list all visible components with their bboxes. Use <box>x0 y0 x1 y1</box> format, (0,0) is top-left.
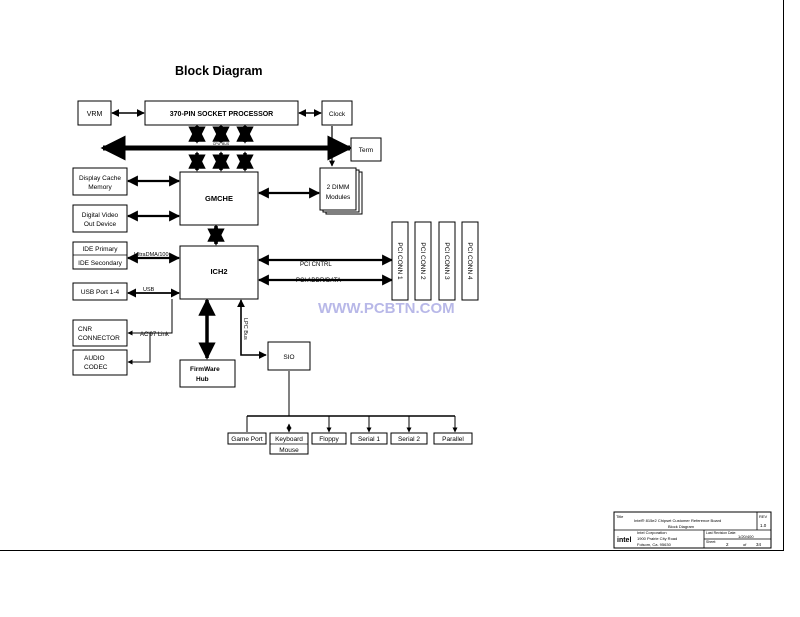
gmche-block: GMCHE <box>179 171 259 226</box>
intel-logo: intel <box>617 537 631 544</box>
pci-conn-3-label: PCI CONN 3 <box>443 242 450 280</box>
firmware-hub-block: FirmWare Hub <box>179 359 236 388</box>
sio-label: SIO <box>283 354 294 361</box>
serial-1-label: Serial 1 <box>358 436 380 443</box>
org-line-3: Folsom, Ca. 95630 <box>637 542 672 547</box>
pci-conn-3: PCI CONN 3 <box>438 221 456 301</box>
sheet-number: 2 <box>726 542 729 547</box>
schematic-sheet <box>0 0 784 551</box>
parallel-block: Parallel <box>433 432 473 445</box>
clock-label: Clock <box>329 111 346 118</box>
game-port-label: Game Port <box>231 436 263 443</box>
pci-cntrl-label: PCI CNTRL <box>300 262 332 268</box>
display-cache-label-2: Memory <box>88 184 112 191</box>
last-rev-value: 1/20/400 <box>738 534 754 539</box>
vrm-label: VRM <box>87 111 103 118</box>
rev-label: REV <box>759 514 768 519</box>
firmware-label-2: Hub <box>196 376 209 383</box>
cnr-label-2: CONNECTOR <box>78 335 120 342</box>
cnr-block: CNR CONNECTOR <box>72 319 128 347</box>
dimm-label-1: 2 DIMM <box>327 184 350 191</box>
serial-2-block: Serial 2 <box>390 432 428 445</box>
ide-primary-label: IDE Primary <box>82 246 118 253</box>
title-subtitle: Block Diagram <box>668 524 695 529</box>
cnr-label-1: CNR <box>78 326 92 333</box>
vrm-block: VRM <box>77 100 112 126</box>
sheet-label: Sheet: <box>706 540 716 544</box>
keyboard-label: Keyboard <box>275 436 303 443</box>
ide-secondary-label: IDE Secondary <box>78 260 122 267</box>
gmche-label: GMCHE <box>205 194 233 203</box>
lpc-bus-label: LPC Bus <box>242 318 248 340</box>
dimm-label-2: Modules <box>326 194 351 201</box>
sheet-of: of <box>743 542 747 547</box>
pci-conn-2: PCI CONN 2 <box>414 221 432 301</box>
dimm-block: 2 DIMM Modules <box>319 167 363 215</box>
ac97-link-cnr <box>127 299 173 336</box>
ultradma-label: UltraDMA/100 <box>134 252 169 258</box>
watermark: WWW.PCBTN.COM <box>318 300 455 317</box>
usb-port-label: USB Port 1-4 <box>81 289 120 296</box>
pci-conn-4-label: PCI CONN 4 <box>466 242 473 280</box>
processor-label: 370-PIN SOCKET PROCESSOR <box>170 111 273 118</box>
pci-conn-4: PCI CONN 4 <box>461 221 479 301</box>
title-block: Title Intel® 815e2 Chipset Customer Refe… <box>613 511 772 549</box>
clock-block: Clock <box>321 100 353 126</box>
title-label: Title <box>616 514 624 519</box>
pci-conn-1: PCI CONN 1 <box>391 221 409 301</box>
audio-label-2: CODEC <box>84 364 108 371</box>
dvo-block: Digital Video Out Device <box>72 204 128 233</box>
ac97-label: AC'97 Link <box>140 332 170 338</box>
pci-addr-label: PCI ADDR/DATA <box>296 278 341 284</box>
display-cache-block: Display Cache Memory <box>72 167 128 196</box>
title-text: Intel® 815e2 Chipset Customer Reference … <box>634 518 721 523</box>
sio-block: SIO <box>267 341 311 371</box>
audio-codec-block: AUDIO CODEC <box>72 349 128 376</box>
ac97-link-audio <box>127 333 151 365</box>
last-rev-label: Last Revision Date: <box>706 531 736 535</box>
org-line-1: Intel Corporation <box>637 530 667 535</box>
term-label: Term <box>359 147 373 154</box>
pci-conn-1-label: PCI CONN 1 <box>396 242 403 280</box>
ich2-label: ICH2 <box>210 267 227 276</box>
display-cache-label-1: Display Cache <box>79 175 121 182</box>
dvo-label-2: Out Device <box>84 221 117 228</box>
org-line-2: 1900 Prairie City Road <box>637 536 677 541</box>
diagram-title: Block Diagram <box>175 64 263 78</box>
game-port-block: Game Port <box>227 432 267 445</box>
rev-value: 1.0 <box>760 523 767 528</box>
term-block: Term <box>350 137 382 162</box>
floppy-label: Floppy <box>319 436 339 443</box>
keyboard-mouse-block: Keyboard Mouse <box>269 432 309 455</box>
cpu-bus-label: CPU_BUS <box>213 142 230 146</box>
pci-conn-2-label: PCI CONN 2 <box>419 242 426 280</box>
ich2-block: ICH2 <box>179 245 259 300</box>
processor-block: 370-PIN SOCKET PROCESSOR <box>144 100 299 126</box>
usb-port-block: USB Port 1-4 <box>72 282 128 301</box>
mouse-label: Mouse <box>279 447 299 454</box>
serial-2-label: Serial 2 <box>398 436 420 443</box>
dvo-label-1: Digital Video <box>82 212 119 219</box>
floppy-block: Floppy <box>311 432 347 445</box>
lpc-bus-link <box>237 299 267 359</box>
usb-bus-label: USB <box>143 287 155 293</box>
parallel-label: Parallel <box>442 436 464 443</box>
ide-block: IDE Primary IDE Secondary <box>72 241 128 270</box>
firmware-label-1: FirmWare <box>190 366 220 373</box>
audio-label-1: AUDIO <box>84 355 105 362</box>
serial-1-block: Serial 1 <box>350 432 388 445</box>
sheet-total: 34 <box>756 542 762 547</box>
